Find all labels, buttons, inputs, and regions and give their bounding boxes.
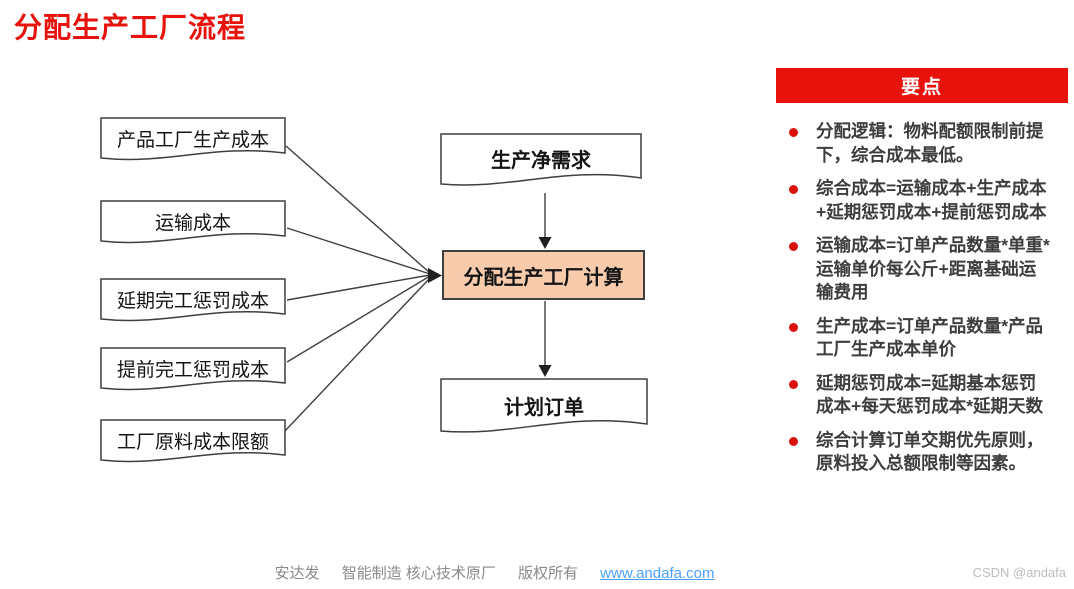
key-point-item: 综合成本=运输成本+生产成本+延期惩罚成本+提前惩罚成本 — [782, 177, 1050, 224]
input-doc-transport-cost: 运输成本 — [100, 200, 286, 250]
input-doc-label: 延期完工惩罚成本 — [116, 290, 269, 312]
key-point-item: 综合计算订单交期优先原则，原料投入总额限制等因素。 — [782, 429, 1050, 476]
key-point-item: 运输成本=订单产品数量*单重*运输单价每公斤+距离基础运输费用 — [782, 234, 1050, 305]
input-doc-label: 工厂原料成本限额 — [116, 431, 269, 453]
input-doc-early-penalty-cost: 提前完工惩罚成本 — [100, 347, 286, 397]
bullet-dot-icon — [789, 242, 798, 251]
input-doc-material-limit: 工厂原料成本限额 — [100, 419, 286, 469]
footer-tagline: 智能制造 核心技术原厂 — [341, 565, 496, 582]
key-point-text: 分配逻辑：物料配额限制前提下，综合成本最低。 — [816, 121, 1044, 165]
bullet-dot-icon — [789, 128, 798, 137]
bullet-dot-icon — [789, 436, 798, 446]
process-box-allocate-calc: 分配生产工厂计算 — [442, 250, 645, 300]
footer-website-link[interactable]: www.andafa.com — [600, 565, 715, 582]
footer-copyright: 版权所有 — [518, 565, 579, 582]
output-doc-label: 计划订单 — [504, 395, 584, 419]
page-title: 分配生产工厂流程 — [14, 12, 247, 43]
source-doc-net-demand: 生产净需求 — [440, 133, 642, 195]
source-doc-label: 生产净需求 — [491, 148, 591, 172]
bullet-dot-icon — [789, 322, 798, 332]
output-doc-planned-order: 计划订单 — [440, 378, 648, 442]
input-doc-late-penalty-cost: 延期完工惩罚成本 — [100, 278, 286, 328]
arrowhead-down-icon — [538, 237, 552, 249]
footer: 安达发 智能制造 核心技术原厂 版权所有 www.andafa.com — [0, 562, 980, 583]
key-point-text: 综合计算订单交期优先原则，原料投入总额限制等因素。 — [816, 429, 1044, 474]
process-box-label: 分配生产工厂计算 — [463, 264, 624, 289]
arrowhead-right-icon — [428, 268, 442, 283]
key-point-text: 运输成本=订单产品数量*单重*运输单价每公斤+距离基础运输费用 — [816, 235, 1050, 302]
arrowhead-down-icon — [538, 365, 552, 377]
bullet-dot-icon — [789, 379, 798, 389]
key-points-header: 要点 — [776, 68, 1068, 103]
key-point-text: 延期惩罚成本=延期基本惩罚成本+每天惩罚成本*延期天数 — [816, 372, 1044, 417]
key-point-text: 生产成本=订单产品数量*产品工厂生产成本单价 — [816, 315, 1044, 360]
footer-company: 安达发 — [274, 565, 320, 582]
key-point-text: 综合成本=运输成本+生产成本+延期惩罚成本+提前惩罚成本 — [816, 178, 1047, 222]
input-doc-label: 产品工厂生产成本 — [116, 129, 269, 151]
csdn-watermark: CSDN @andafa — [972, 565, 1066, 580]
input-doc-label: 提前完工惩罚成本 — [116, 359, 269, 381]
input-doc-product-factory-cost: 产品工厂生产成本 — [100, 117, 286, 167]
key-point-item: 分配逻辑：物料配额限制前提下，综合成本最低。 — [782, 120, 1050, 167]
key-points-list: 分配逻辑：物料配额限制前提下，综合成本最低。 综合成本=运输成本+生产成本+延期… — [782, 120, 1050, 486]
bullet-dot-icon — [789, 185, 798, 194]
key-point-item: 延期惩罚成本=延期基本惩罚成本+每天惩罚成本*延期天数 — [782, 372, 1050, 419]
key-point-item: 生产成本=订单产品数量*产品工厂生产成本单价 — [782, 315, 1050, 362]
input-doc-label: 运输成本 — [154, 212, 231, 234]
